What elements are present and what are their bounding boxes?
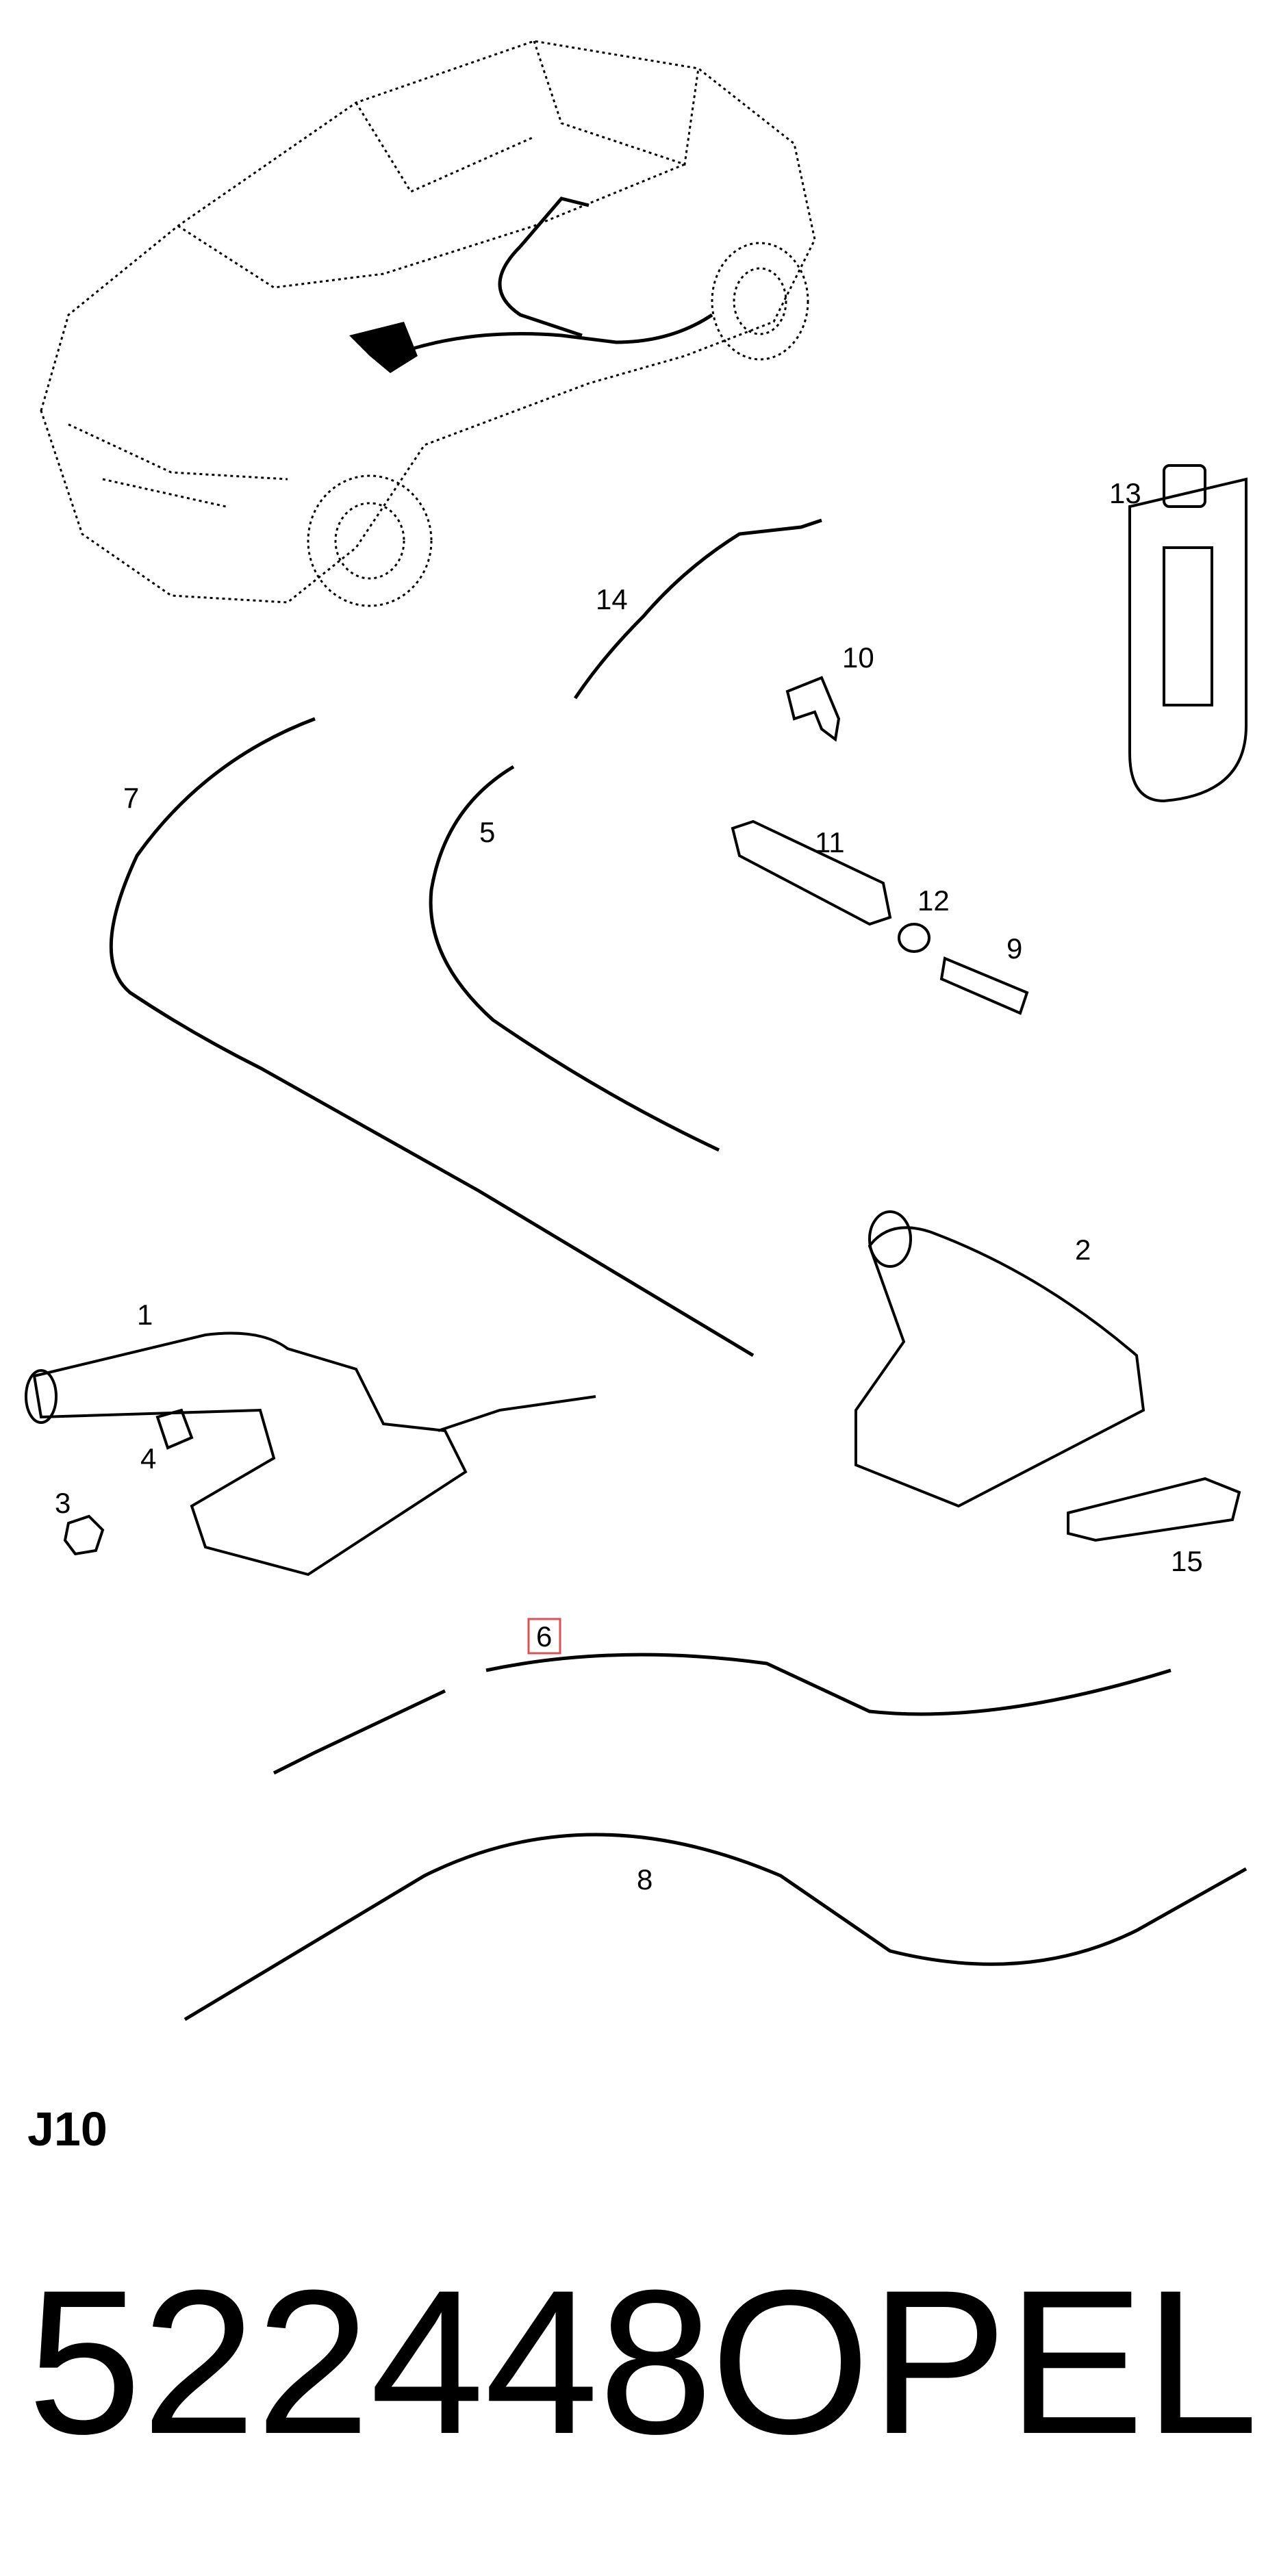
callout-10: 10 xyxy=(842,641,874,674)
callout-2: 2 xyxy=(1075,1234,1091,1266)
callout-3: 3 xyxy=(55,1487,71,1519)
callout-1: 1 xyxy=(137,1299,153,1331)
clip-10 xyxy=(785,676,841,742)
section-code: J10 xyxy=(27,2102,107,2156)
car-illustration xyxy=(40,40,816,607)
part-number: 522448 xyxy=(27,2247,713,2477)
lever-boot-2 xyxy=(854,1210,1145,1508)
parts-diagram: 1 2 3 4 5 6 7 8 9 10 11 12 13 14 15 xyxy=(25,40,1248,2022)
cable-5 xyxy=(429,765,720,1152)
callout-15: 15 xyxy=(1171,1545,1203,1577)
callout-13: 13 xyxy=(1109,477,1141,509)
handbrake-location xyxy=(349,322,418,373)
cable-7 xyxy=(109,717,755,1357)
cable-6 xyxy=(273,1653,1172,1775)
cable-14 xyxy=(573,518,822,700)
callout-8: 8 xyxy=(637,1863,653,1896)
callout-7: 7 xyxy=(123,782,139,814)
handbrake-lever-1 xyxy=(25,1331,596,1577)
trim-15 xyxy=(1067,1477,1241,1542)
grease-tube xyxy=(1128,464,1248,803)
callout-11: 11 xyxy=(815,826,845,858)
callout-6-highlight-box xyxy=(527,1618,561,1655)
callout-4: 4 xyxy=(140,1442,156,1475)
cable-8 xyxy=(183,1833,1248,2022)
callout-5: 5 xyxy=(479,816,495,848)
washer-12 xyxy=(898,923,930,953)
callout-9: 9 xyxy=(1006,932,1022,965)
bracket-11 xyxy=(731,819,892,926)
nut-3 xyxy=(63,1514,105,1556)
callout-6: 6 xyxy=(536,1620,552,1653)
cable-routing xyxy=(410,196,713,351)
cap-4 xyxy=(155,1408,194,1450)
spring-9 xyxy=(939,956,1029,1015)
brand-name: OPEL xyxy=(710,2247,1258,2477)
callout-12: 12 xyxy=(917,884,950,917)
callout-14: 14 xyxy=(596,583,628,615)
